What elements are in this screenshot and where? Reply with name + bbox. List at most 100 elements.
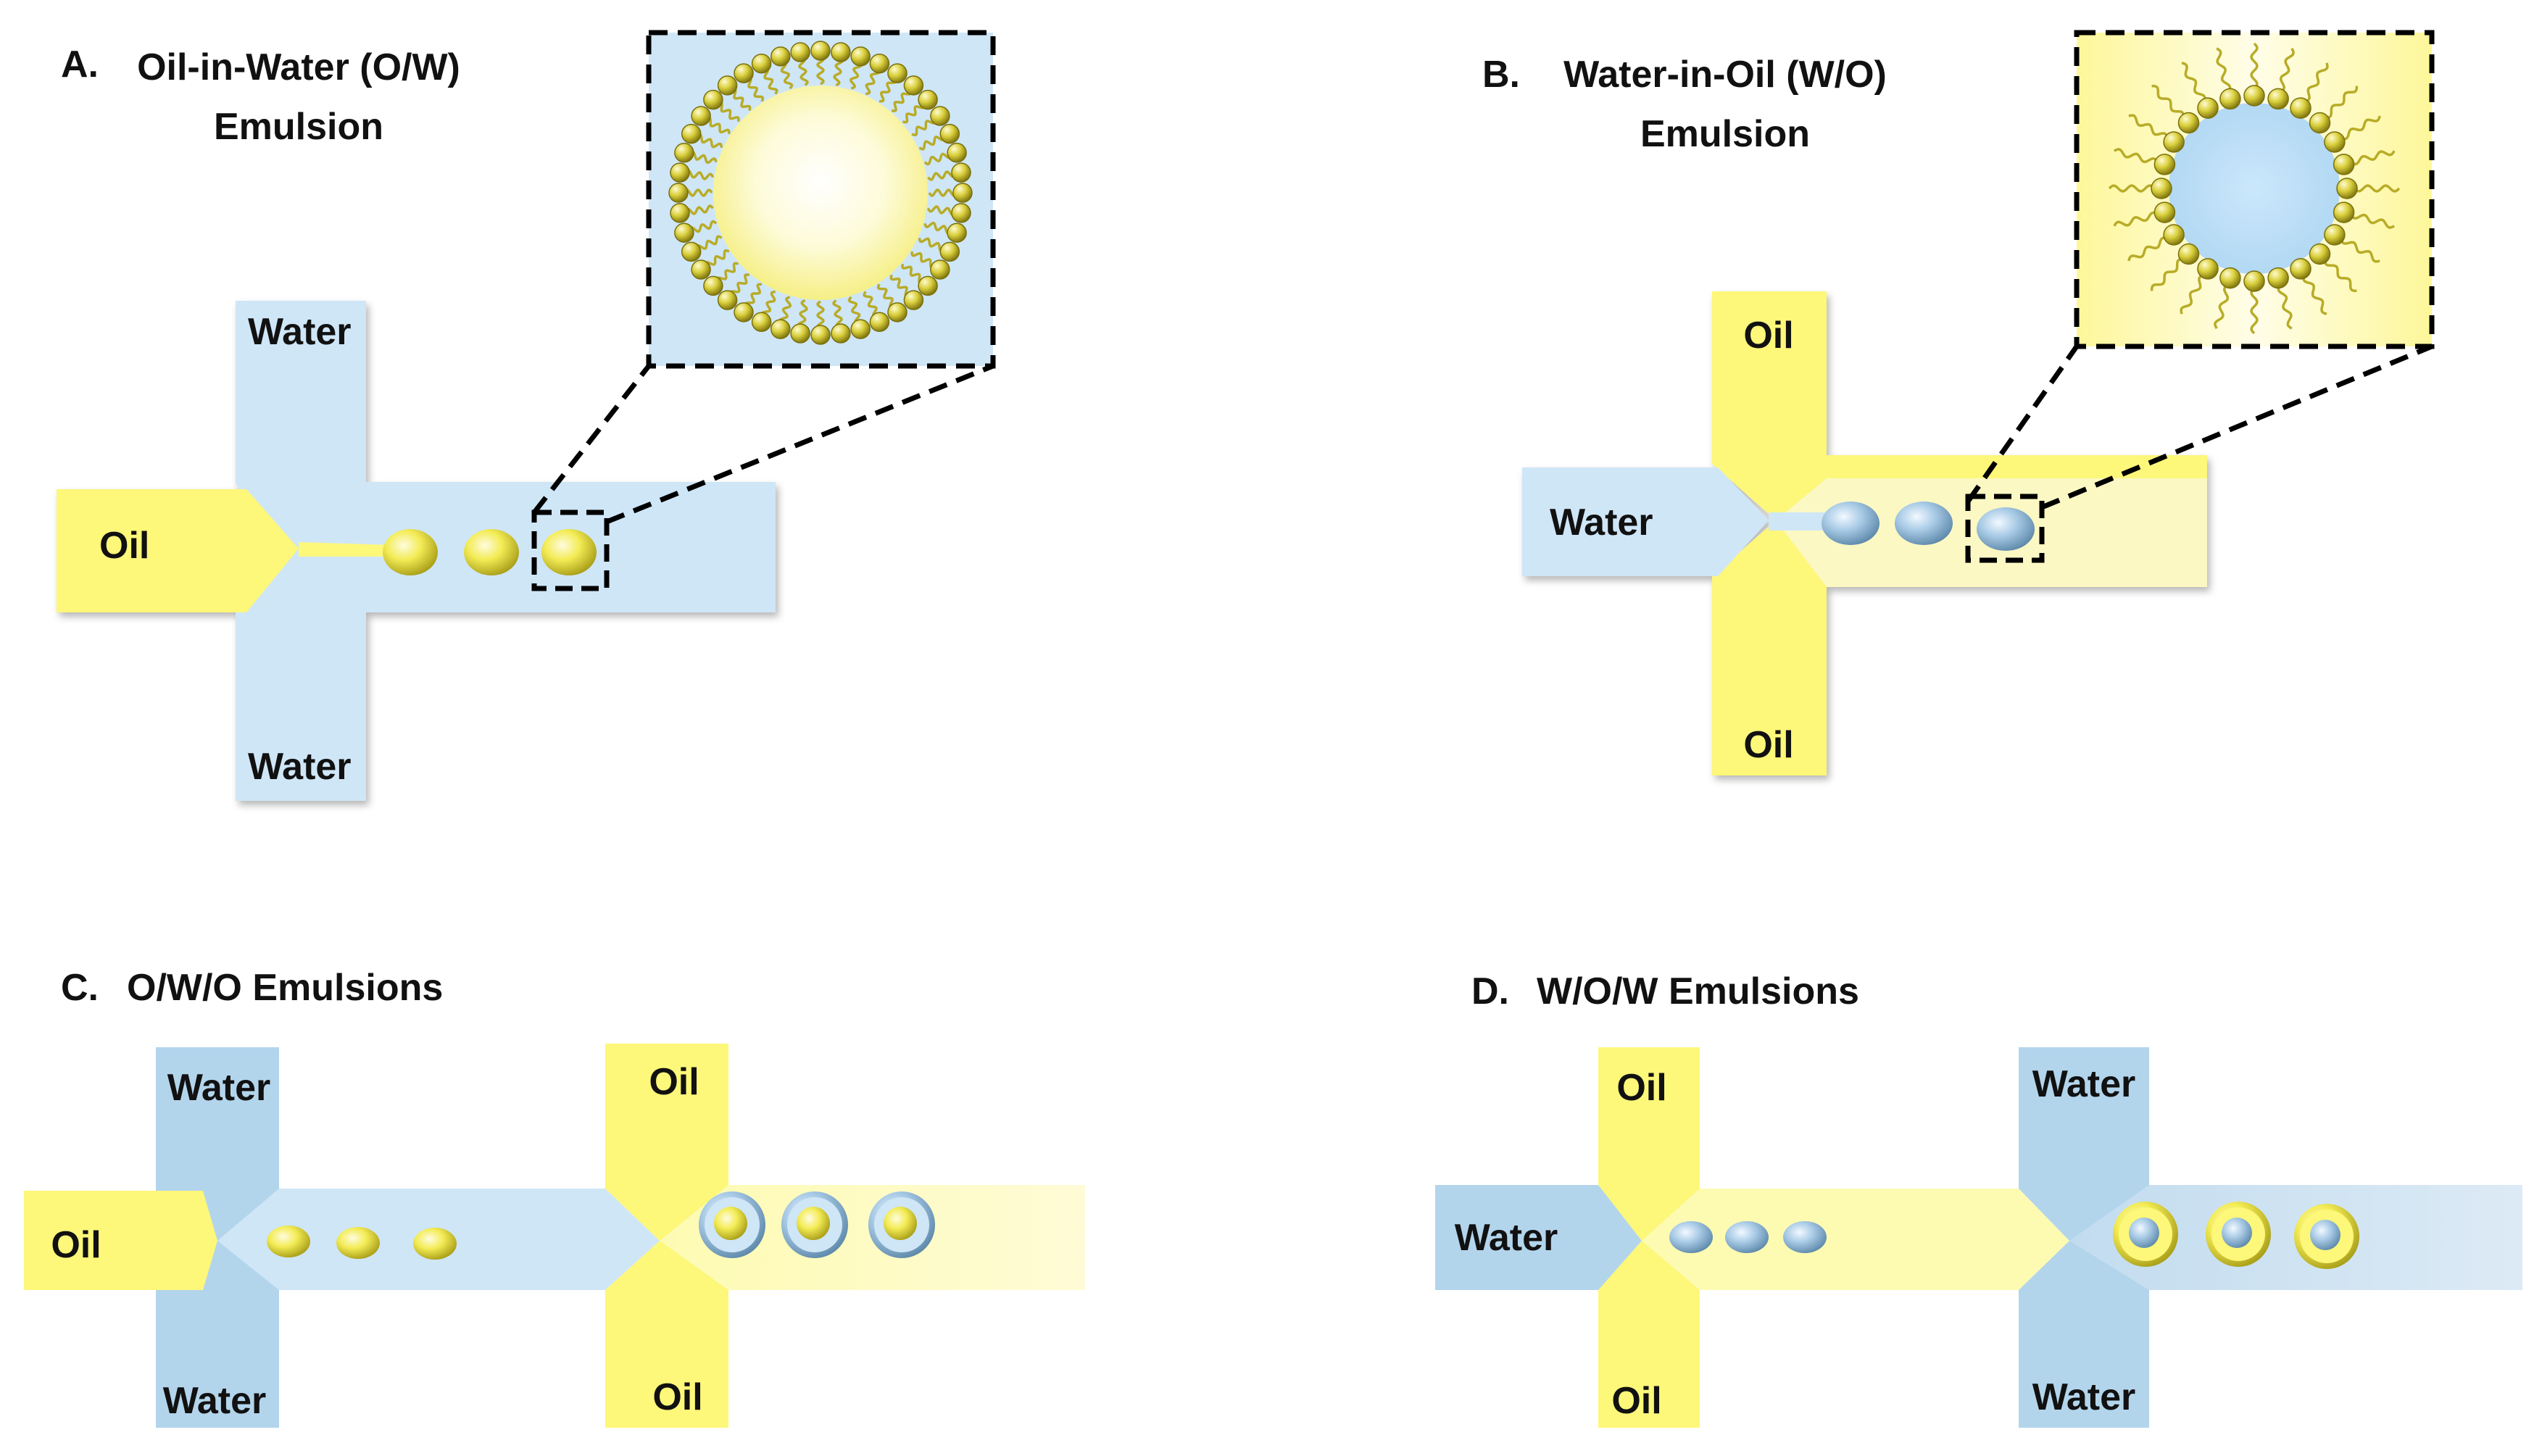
panel-d-label-left: Water bbox=[1455, 1217, 1558, 1259]
surfactant-head bbox=[674, 143, 694, 163]
surfactant-head bbox=[2267, 88, 2289, 110]
surfactant-head bbox=[2219, 267, 2241, 289]
panel-d-letter: D. bbox=[1471, 970, 1509, 1012]
surfactant-head bbox=[670, 203, 690, 223]
surfactant-tail bbox=[891, 89, 912, 112]
double-emulsion-droplet bbox=[781, 1191, 848, 1258]
surfactant-head bbox=[2290, 258, 2312, 280]
surfactant-tail bbox=[705, 116, 731, 134]
surfactant-head bbox=[952, 183, 973, 203]
panel-b-label-top: Oil bbox=[1743, 315, 1793, 357]
surfactant-tail bbox=[832, 299, 844, 329]
panel-c-label-bottom1: Water bbox=[163, 1380, 267, 1422]
surfactant-head bbox=[2243, 270, 2265, 292]
oil-droplet bbox=[464, 529, 519, 575]
surfactant-tail bbox=[2113, 147, 2159, 164]
panel-a-inset bbox=[646, 30, 996, 369]
surfactant-head bbox=[2151, 178, 2172, 199]
surfactant-head bbox=[887, 302, 907, 323]
surfactant-head bbox=[831, 323, 851, 344]
surfactant-head bbox=[930, 259, 950, 280]
oil-droplet bbox=[336, 1227, 380, 1259]
surfactant-tail bbox=[2349, 213, 2396, 230]
surfactant-tail bbox=[684, 204, 714, 216]
surfactant-tail bbox=[2350, 150, 2396, 166]
surfactant-head bbox=[2267, 267, 2289, 289]
surfactant-head bbox=[918, 275, 938, 296]
surfactant-tail bbox=[910, 251, 936, 270]
panel-b-zoom-line bbox=[2040, 344, 2433, 510]
surfactant-tail bbox=[705, 249, 730, 267]
panel-a-title-line1: Oil-in-Water (O/W) bbox=[137, 46, 460, 88]
surfactant-head bbox=[771, 319, 791, 339]
double-emulsion-droplet bbox=[868, 1191, 935, 1258]
surfactant-head bbox=[668, 183, 689, 203]
surfactant-head bbox=[810, 41, 831, 61]
oil-droplet bbox=[383, 529, 438, 575]
surfactant-tail bbox=[918, 237, 945, 253]
surfactant-head bbox=[2177, 112, 2200, 134]
surfactant-tail bbox=[696, 133, 723, 149]
surfactant-tail bbox=[923, 221, 952, 235]
panel-d-label-top2: Water bbox=[2032, 1063, 2136, 1105]
surfactant-tail bbox=[729, 273, 750, 296]
panel-b: B. Water-in-Oil (W/O) Emulsion Oil Water… bbox=[1482, 30, 2435, 775]
surfactant-tail bbox=[923, 152, 953, 166]
surfactant-head bbox=[2197, 258, 2219, 280]
panel-b-title-line1: Water-in-Oil (W/O) bbox=[1563, 54, 1887, 96]
panel-a-oil-inlet bbox=[57, 489, 299, 612]
panel-b-chip bbox=[1522, 291, 2207, 775]
surfactant-head bbox=[930, 106, 950, 126]
surfactant-head bbox=[674, 222, 694, 243]
surfactant-head bbox=[2309, 243, 2331, 265]
surfactant-tail bbox=[695, 235, 723, 250]
surfactant-tail bbox=[865, 68, 881, 96]
surfactant-tail bbox=[2151, 84, 2185, 118]
panel-c-oil-inlet bbox=[24, 1191, 217, 1290]
panel-b-water-inlet bbox=[1522, 467, 1769, 576]
surfactant-tail bbox=[2181, 62, 2206, 102]
panel-a-magnify-box bbox=[531, 509, 610, 591]
surfactant-tail bbox=[918, 136, 946, 151]
panel-a: A. Oil-in-Water (O/W) Emulsion Water Oil… bbox=[57, 30, 996, 801]
water-droplet bbox=[1669, 1221, 1713, 1253]
panel-c-letter: C. bbox=[61, 967, 99, 1009]
double-emulsion-droplet bbox=[2294, 1204, 2359, 1269]
surfactant-ring bbox=[668, 41, 973, 345]
surfactant-head bbox=[751, 53, 772, 74]
surfactant-tail bbox=[717, 101, 740, 122]
surfactant-tail bbox=[833, 57, 844, 87]
surfactant-tail bbox=[684, 170, 715, 180]
surfactant-head bbox=[703, 89, 723, 110]
surfactant-head bbox=[771, 46, 791, 67]
surfactant-tail bbox=[816, 55, 825, 86]
panel-d-title: W/O/W Emulsions bbox=[1537, 970, 1859, 1012]
surfactant-tail bbox=[2213, 283, 2230, 330]
panel-a-zoom-line bbox=[532, 364, 651, 515]
panel-b-inset bbox=[2074, 30, 2435, 349]
surfactant-head bbox=[2309, 112, 2331, 134]
panel-d-label-top1: Oil bbox=[1616, 1067, 1666, 1109]
panel-a-zoom-line bbox=[605, 363, 994, 525]
panel-d-label-bottom2: Water bbox=[2032, 1376, 2136, 1418]
panel-a-label-bottom: Water bbox=[248, 746, 352, 788]
surfactant-tail bbox=[683, 188, 713, 197]
panel-c-label-bottom2: Oil bbox=[652, 1376, 702, 1418]
surfactant-head bbox=[2290, 97, 2312, 119]
surfactant-tail bbox=[2325, 86, 2359, 120]
surfactant-tail bbox=[2323, 259, 2357, 293]
surfactant-head bbox=[681, 123, 702, 144]
surfactant-head bbox=[869, 53, 890, 74]
panel-b-title-line2: Emulsion bbox=[1640, 113, 1810, 155]
panel-d-label-bottom1: Oil bbox=[1611, 1380, 1661, 1422]
surfactant-head bbox=[947, 143, 967, 163]
surfactant-tail bbox=[2277, 284, 2293, 330]
surfactant-tail bbox=[689, 151, 718, 165]
surfactant-head bbox=[790, 323, 810, 344]
surfactant-head bbox=[2243, 85, 2265, 107]
surfactant-head bbox=[691, 259, 711, 280]
surfactant-head bbox=[2197, 97, 2219, 119]
surfactant-head bbox=[850, 46, 871, 67]
surfactant-tail bbox=[927, 170, 957, 181]
